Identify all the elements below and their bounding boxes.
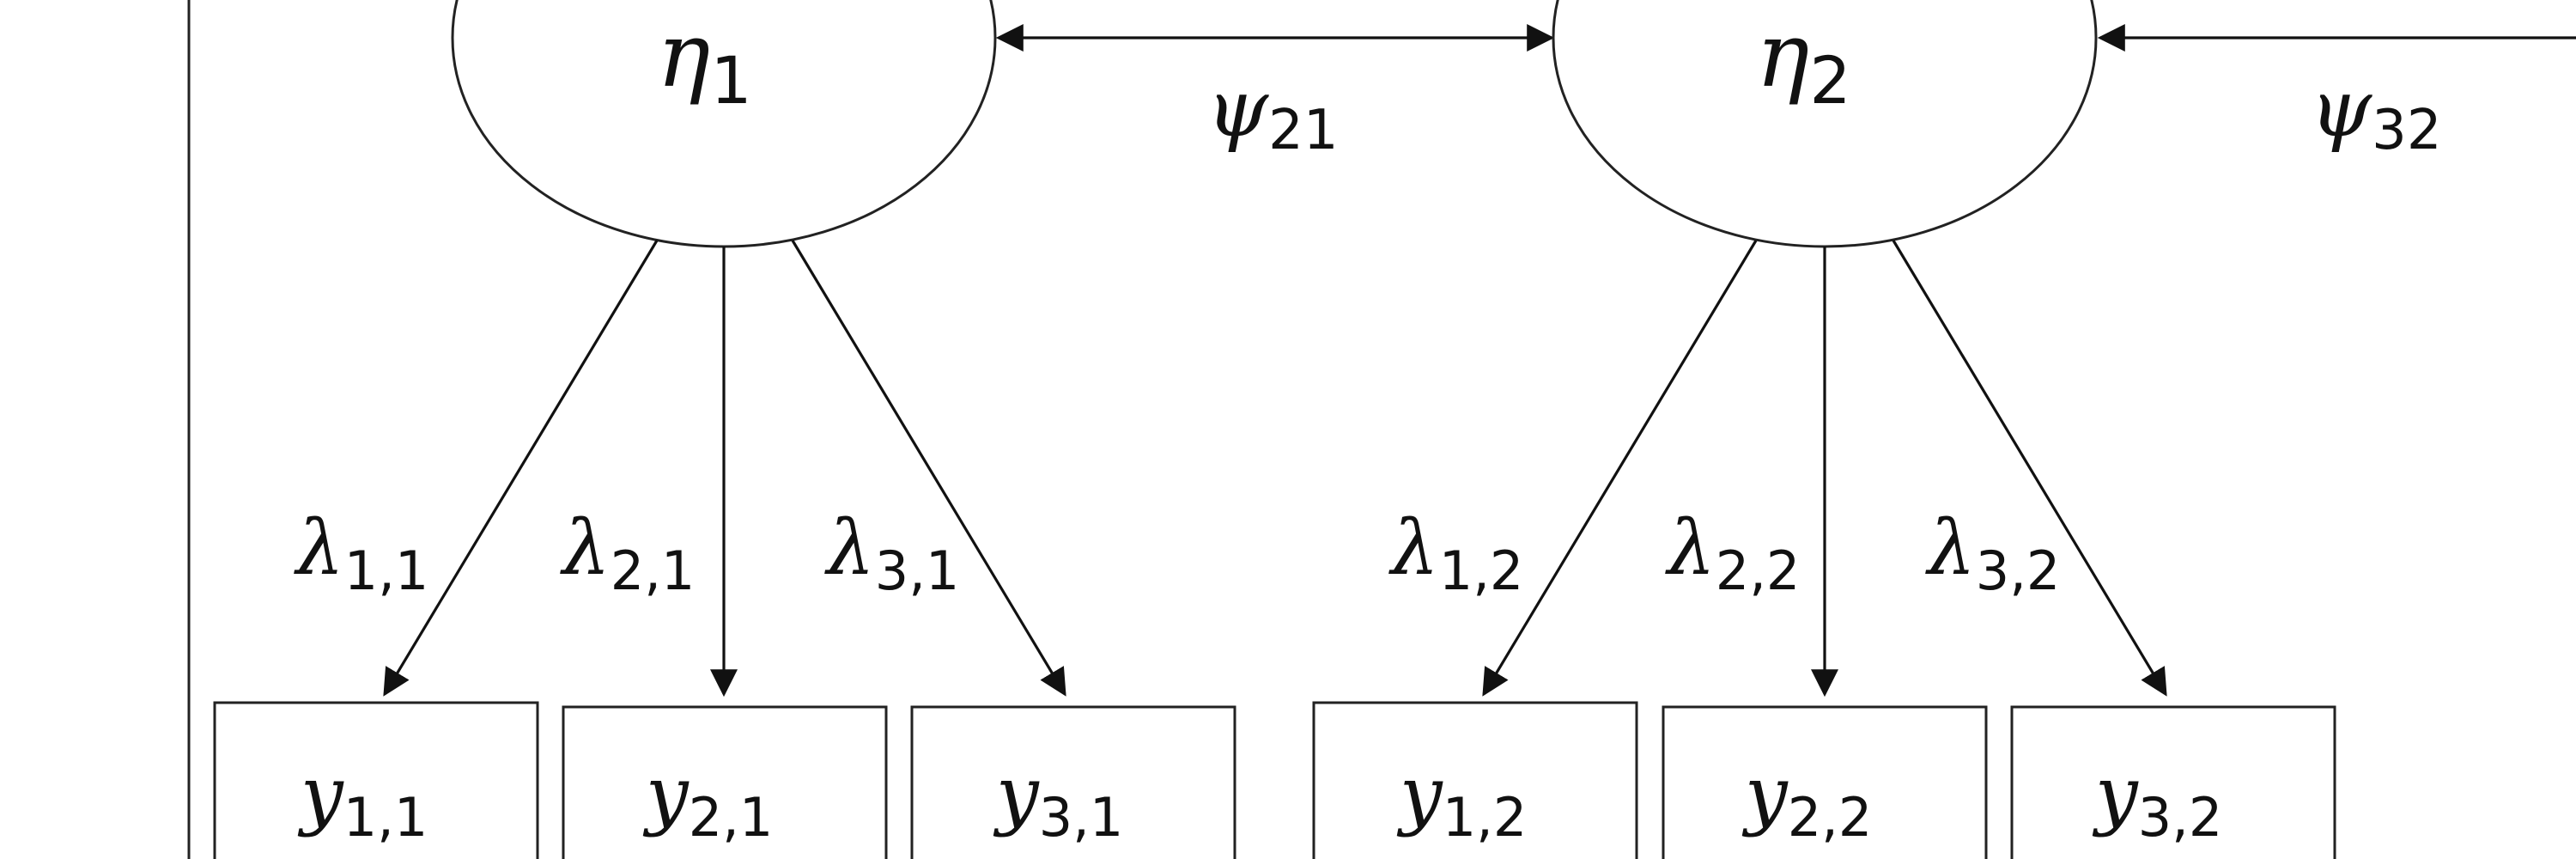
loading-l31-label: λ3,1 bbox=[824, 503, 959, 602]
indicator-y31-box bbox=[910, 705, 1236, 859]
indicator-y32-label: y3,2 bbox=[2092, 750, 2222, 849]
latent-eta1-ellipse bbox=[451, 0, 997, 248]
loading-l32-label: λ3,2 bbox=[1925, 503, 2060, 602]
indicator-y32-box bbox=[2010, 705, 2336, 859]
covariance-psi32-label: ψ32 bbox=[2310, 63, 2442, 162]
loading-l21-label: λ2,1 bbox=[560, 503, 695, 602]
indicator-y11-box bbox=[213, 701, 539, 859]
indicator-y21-box bbox=[562, 705, 888, 859]
loading-arrow-l31 bbox=[791, 240, 1066, 697]
latent-eta2-ellipse bbox=[1552, 0, 2098, 248]
indicator-y11-label: y1,1 bbox=[297, 750, 428, 849]
indicator-y22-label: y2,2 bbox=[1741, 750, 1872, 849]
indicator-y12-box bbox=[1312, 701, 1638, 859]
indicator-y21-label: y2,1 bbox=[642, 750, 773, 849]
indicator-y31-label: y3,1 bbox=[993, 750, 1123, 849]
loading-arrow-l12 bbox=[1482, 240, 1758, 697]
indicator-y12-label: y1,2 bbox=[1396, 750, 1527, 849]
loading-arrow-l11 bbox=[383, 240, 659, 697]
loading-arrow-l32 bbox=[1892, 240, 2167, 697]
covariance-psi21-label: ψ21 bbox=[1206, 63, 1339, 162]
loading-l12-label: λ1,2 bbox=[1388, 503, 1523, 602]
latent-eta2-label: η2 bbox=[1756, 3, 1851, 119]
latent-eta1-label: η1 bbox=[657, 3, 752, 119]
loading-l11-label: λ1,1 bbox=[294, 503, 428, 602]
indicator-y22-box bbox=[1662, 705, 1988, 859]
loading-l22-label: λ2,2 bbox=[1665, 503, 1800, 602]
